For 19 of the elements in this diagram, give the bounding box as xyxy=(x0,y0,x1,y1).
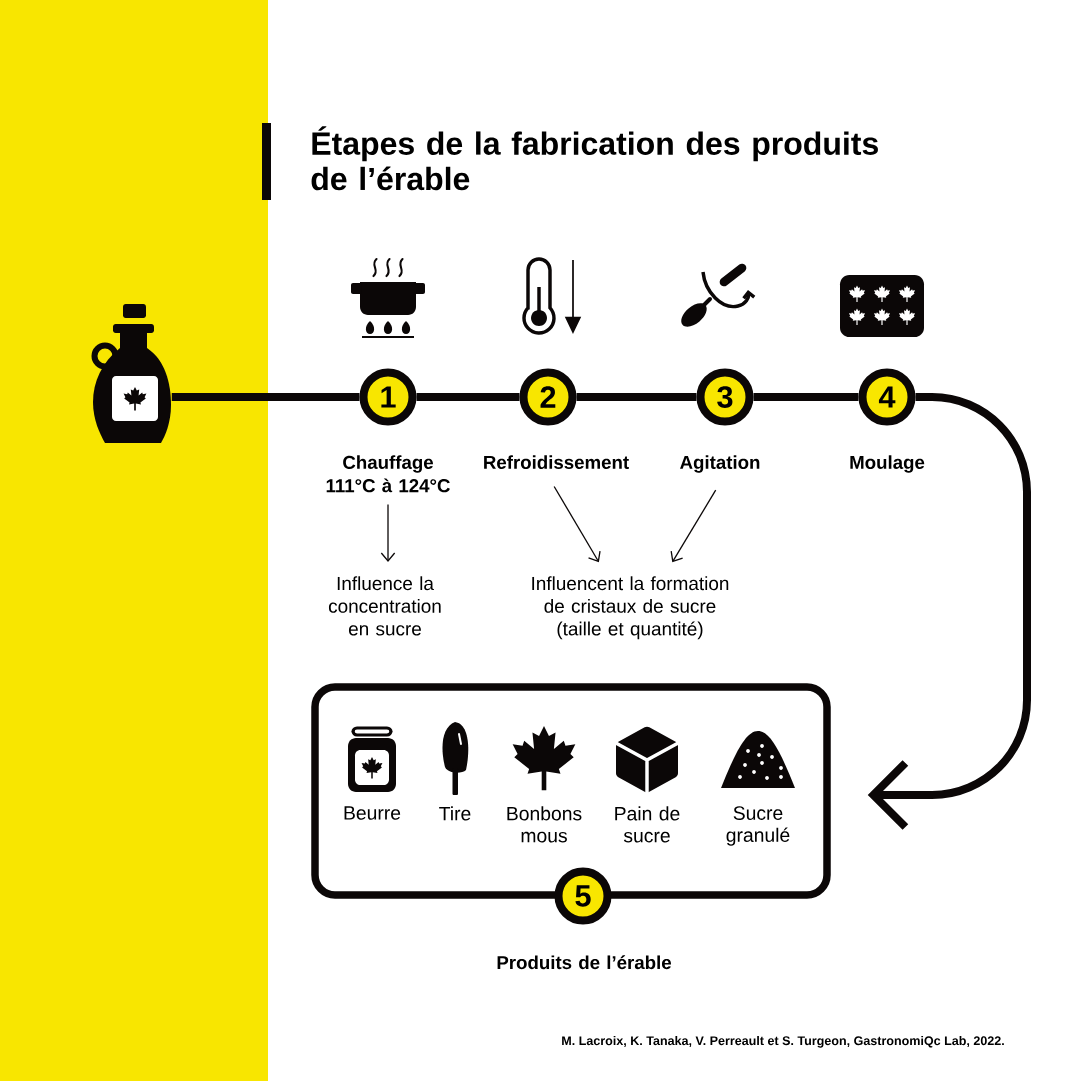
product-label: Tire xyxy=(439,806,471,821)
arrow xyxy=(670,489,717,563)
source-note: M. Lacroix, K. Tanaka, V. Perreault et S. Turgeon, GastronomiQc Lab, 2022. xyxy=(562,1035,1004,1048)
step-label: Refroidissement xyxy=(484,455,629,469)
arrow xyxy=(380,503,396,562)
arrow xyxy=(867,393,1031,830)
note-text: Influence la concentration en sucre xyxy=(328,576,441,636)
title: Étapes de la fabrication des produits de l’érable xyxy=(311,126,878,191)
product-label: Bonbons mous xyxy=(507,806,582,843)
step-label: Moulage xyxy=(850,455,925,473)
note-text: Influencent la formation de cristaux de sucre (taille et quantité) xyxy=(532,576,729,640)
step-label: Agitation xyxy=(680,455,760,473)
bottle-illustration xyxy=(91,304,171,443)
product-label: Beurre xyxy=(344,806,401,820)
product-label: Pain de sucre xyxy=(615,806,680,843)
arrow xyxy=(553,485,601,563)
caption-text: Produits de l’érable xyxy=(497,955,671,970)
step-label: Chauffage 111°C à 124°C xyxy=(326,455,450,493)
product-label: Sucre granulé xyxy=(726,806,790,846)
